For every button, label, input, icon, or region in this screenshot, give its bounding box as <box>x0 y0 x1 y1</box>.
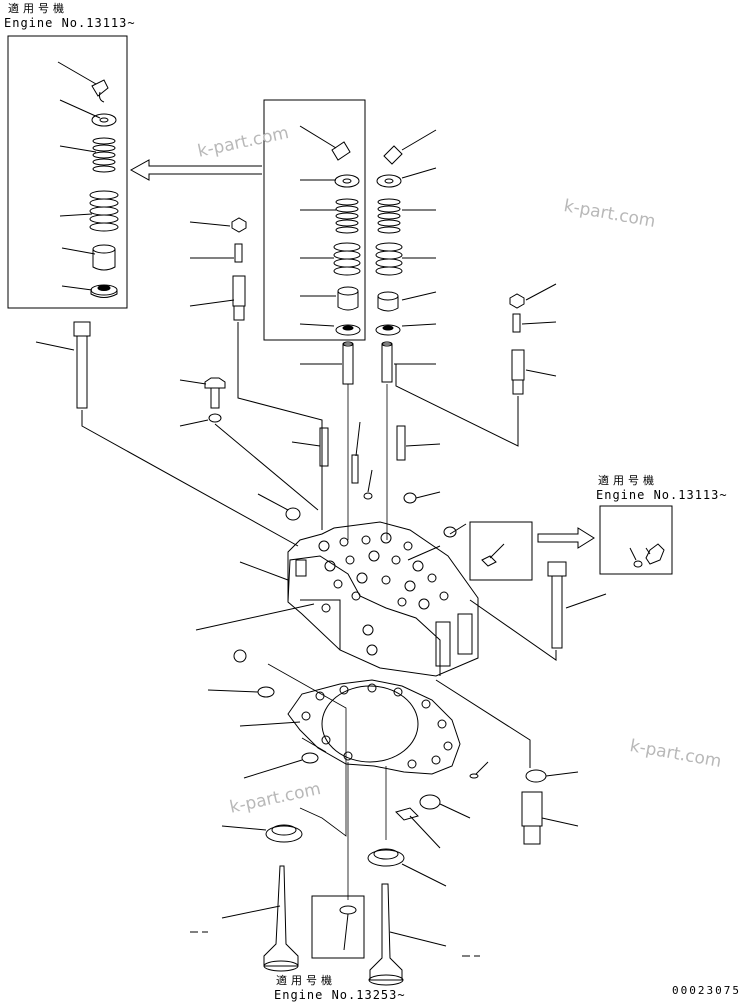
outer-spring-part-left <box>89 190 119 232</box>
detail-box-center <box>263 99 437 341</box>
reference-arrow-left <box>129 159 262 181</box>
injector-parts-right <box>395 283 557 447</box>
intake-valve <box>221 865 299 972</box>
head-bolt-right <box>469 561 607 661</box>
note-top-left-applicable: 適用号機 <box>8 2 68 15</box>
drawing-code: 00023075 <box>672 984 741 997</box>
valve-keeper-part-left <box>91 79 109 103</box>
detail-box-top-left <box>7 35 128 309</box>
seal-rings <box>207 679 579 887</box>
injector-parts-left <box>189 217 323 530</box>
valve-seal-part-left <box>92 244 116 271</box>
valve-guides <box>300 341 436 385</box>
center-small-parts <box>179 377 441 521</box>
detail-box-right <box>599 505 673 575</box>
reference-arrow-right <box>537 527 595 549</box>
note-right-engine: Engine No.13113~ <box>596 488 728 502</box>
head-bolt-left <box>35 321 299 547</box>
plug-part <box>233 649 247 663</box>
spring-retainer-part-left <box>91 113 117 127</box>
detail-box-bottom <box>311 895 365 959</box>
head-gasket <box>239 679 461 775</box>
note-bottom-applicable: 適用号機 <box>276 974 336 987</box>
inner-spring-part-left <box>92 137 116 173</box>
note-right-applicable: 適用号機 <box>598 474 658 487</box>
note-top-left-engine: Engine No.13113~ <box>4 16 136 30</box>
spring-seat-part-left <box>90 284 118 298</box>
reference-frame-right <box>469 521 533 581</box>
cylinder-head-body <box>195 521 479 677</box>
exhaust-valve <box>368 883 447 986</box>
note-bottom-engine: Engine No.13253~ <box>274 988 406 1002</box>
assembly-lines <box>267 384 388 900</box>
